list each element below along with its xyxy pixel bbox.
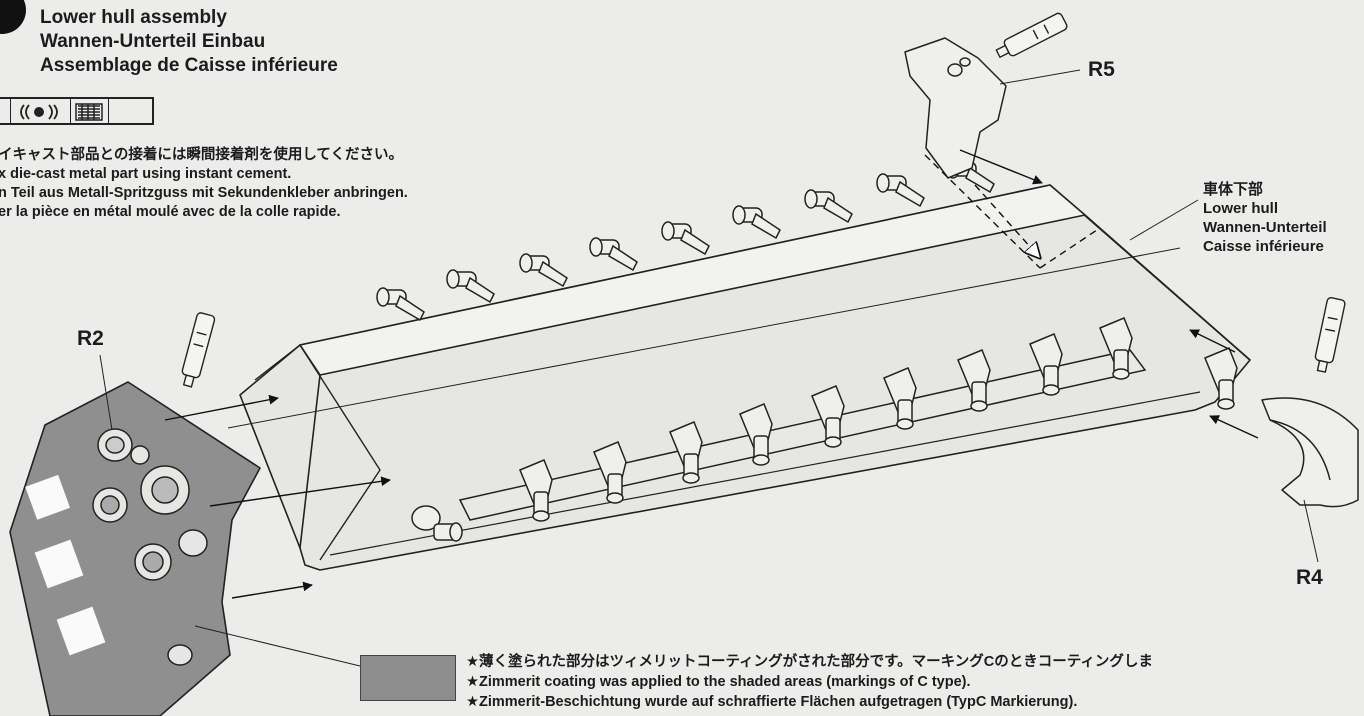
zimmerit-legend-text: ★薄く塗られた部分はツィメリットコーティングがされた部分です。マーキングCのとき… <box>466 652 1153 712</box>
part-label-r4: R4 <box>1296 566 1323 589</box>
cement-instruction: イキャスト部品との接着には瞬間接着剤を使用してください。 x die-cast … <box>0 146 408 222</box>
step-title-block: Lower hull assembly Wannen-Unterteil Ein… <box>40 6 338 78</box>
leader-lines <box>99 69 1319 667</box>
hull-label-de: Wannen-Unterteil <box>1203 219 1327 236</box>
part-r2-rear-plate <box>9 381 261 716</box>
assembly-arrows <box>164 149 1259 599</box>
hull-label-jp: 車体下部 <box>1203 181 1264 198</box>
hull-label-fr: Caisse inférieure <box>1203 238 1324 255</box>
step-title-de: Wannen-Unterteil Einbau <box>40 31 266 52</box>
instant-cement-icon <box>0 97 154 125</box>
lower-hull <box>227 184 1251 571</box>
part-label-r2: R2 <box>77 327 104 350</box>
part-label-r5: R5 <box>1088 58 1115 81</box>
lower-hull-label: 車体下部 Lower hull Wannen-Unterteil Caisse … <box>1203 180 1327 256</box>
step-title-fr: Assemblage de Caisse inférieure <box>40 55 338 76</box>
part-r5-bracket <box>904 37 1007 179</box>
cement-bottle-icon <box>181 12 1346 388</box>
legend-line-en: ★Zimmerit coating was applied to the sha… <box>466 674 971 690</box>
cement-note-fr: er la pièce en métal moulé avec de la co… <box>0 204 341 220</box>
lower-suspension-arms <box>411 317 1238 542</box>
legend-line-jp: ★薄く塗られた部分はツィメリットコーティングがされた部分です。マーキングCのとき… <box>466 654 1153 670</box>
part-r4-housing <box>1261 397 1359 508</box>
hull-label-en: Lower hull <box>1203 200 1278 217</box>
cement-note-en: x die-cast metal part using instant ceme… <box>0 166 292 182</box>
zimmerit-legend-swatch <box>360 655 456 701</box>
legend-line-de: ★Zimmerit-Beschichtung wurde auf schraff… <box>466 694 1078 710</box>
step-title-jp-en: Lower hull assembly <box>40 7 227 28</box>
cement-note-jp: イキャスト部品との接着には瞬間接着剤を使用してください。 <box>0 147 403 163</box>
cement-note-de: n Teil aus Metall-Spritzguss mit Sekunde… <box>0 185 408 201</box>
